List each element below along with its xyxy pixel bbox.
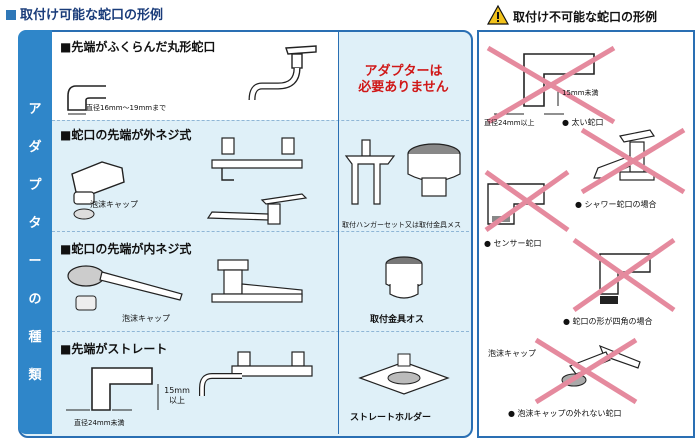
diameter-label: 直径16mm〜19mmまで <box>86 104 167 112</box>
square-faucet-illustration <box>572 237 676 313</box>
column-divider <box>338 32 339 434</box>
male-fitting-label: 取付金具オス <box>370 315 425 325</box>
side-char: ー <box>28 254 42 269</box>
large-diameter-label: 直径24mm以上 <box>484 119 535 127</box>
shower-faucet-illustration <box>580 127 686 195</box>
fixed-aerator-label: ● 泡沫キャップの外れない蛇口 <box>508 409 622 418</box>
side-char: の <box>28 292 42 307</box>
thick-faucet-label: ● 太い蛇口 <box>562 118 604 127</box>
section-title: ■蛇口の先端が外ネジ式 <box>60 128 192 142</box>
side-char: プ <box>28 178 42 193</box>
section-1-bg <box>52 32 338 120</box>
sensor-faucet-illustration <box>484 169 570 233</box>
round-faucet-illustration <box>67 45 317 115</box>
sensor-faucet-label: ● センサー蛇口 <box>484 239 542 248</box>
internal-thread-faucet-illustration <box>67 259 303 311</box>
aerator-cap-label: 泡沫キャップ <box>488 349 536 358</box>
section-title: ■蛇口の先端が内ネジ式 <box>60 242 192 256</box>
straight-holder-illustration <box>358 353 450 395</box>
divider <box>52 120 469 121</box>
hanger-set-label: 取付ハンガーセット又は取付金具メス <box>342 221 461 229</box>
hanger-set-illustration <box>344 139 461 205</box>
side-char: 類 <box>28 368 42 383</box>
short-length-label: 15mm未満 <box>562 89 599 97</box>
fixed-aerator-faucet-illustration <box>534 337 641 405</box>
length-label: 15mm 以上 <box>164 386 190 405</box>
warning-icon <box>486 4 510 25</box>
straight-holder-label: ストレートホルダー <box>350 413 432 423</box>
divider <box>52 331 469 332</box>
side-char: ア <box>28 102 42 117</box>
no-adapter-note: アダプターは 必要ありません <box>358 64 449 95</box>
square-faucet-label: ● 蛇口の形が四角の場合 <box>563 317 653 326</box>
square-bullet-icon <box>6 10 16 20</box>
section-title: ■先端がふくらんだ丸形蛇口 <box>60 40 216 54</box>
thick-faucet-illustration <box>486 45 616 125</box>
shower-faucet-label: ● シャワー蛇口の場合 <box>575 200 657 209</box>
side-char: 種 <box>28 330 42 345</box>
divider <box>52 231 469 232</box>
adapter-type-sidebar: ア ダ プ タ ー の 種 類 <box>18 30 52 434</box>
aerator-cap-label: 泡沫キャップ <box>122 314 170 323</box>
aerator-cap-label: 泡沫キャップ <box>90 200 138 209</box>
male-fitting-illustration <box>385 256 423 299</box>
left-title: 取付け可能な蛇口の形例 <box>6 4 163 23</box>
section-title: ■先端がストレート <box>60 342 168 356</box>
straight-faucet-illustration <box>66 351 313 411</box>
external-thread-faucet-illustration <box>71 137 308 225</box>
side-char: ダ <box>28 140 42 155</box>
diameter-label: 直径24mm未満 <box>74 419 125 427</box>
right-title: 取付け不可能な蛇口の形例 <box>513 10 658 24</box>
side-char: タ <box>28 216 42 231</box>
